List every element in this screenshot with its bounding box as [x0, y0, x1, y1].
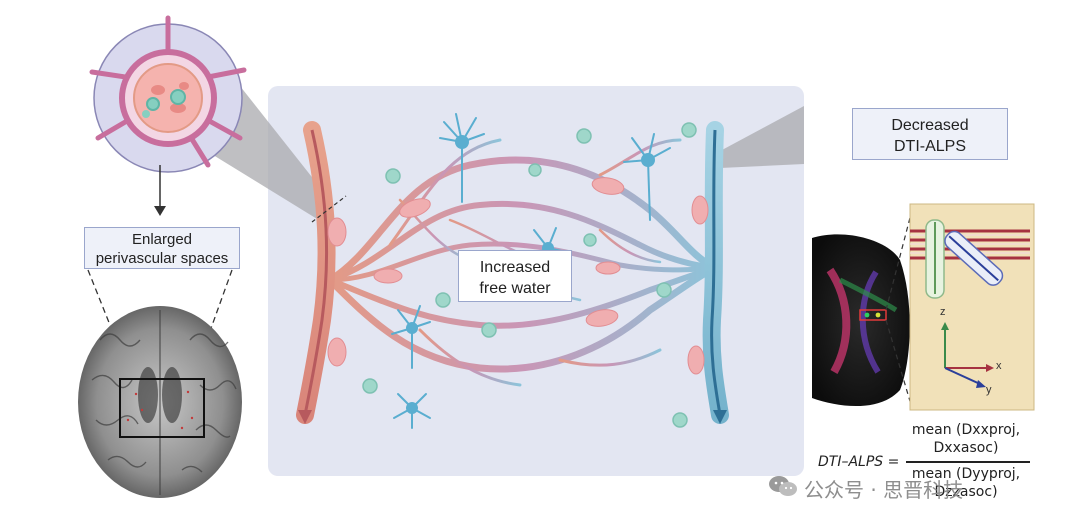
watermark-text: 公众号 · 思晋科技	[804, 478, 964, 502]
free-water-molecules	[362, 122, 697, 428]
dti-colormap	[812, 234, 910, 407]
axis-label-y: y	[986, 384, 992, 396]
alps-formula-lhs: DTI–ALPS =	[818, 454, 900, 470]
alps-fraction-bar	[906, 461, 1030, 463]
neurons	[391, 113, 671, 429]
fiber-bundles	[910, 219, 1030, 299]
enlarged-perivascular-label: Enlarged perivascular spaces	[84, 227, 240, 269]
decreased-line2: DTI-ALPS	[893, 138, 966, 155]
roi-box	[119, 378, 205, 438]
decreased-dti-alps-label: Decreased DTI-ALPS	[852, 108, 1008, 160]
axes-gizmo	[941, 322, 994, 388]
enlarged-line2: perivascular spaces	[95, 250, 229, 267]
zoom-wedge-right	[720, 106, 804, 168]
perivascular-cross-section	[89, 15, 247, 173]
increased-line1: Increased	[479, 259, 551, 276]
alps-denominator-line2: Dzzasoc)	[934, 484, 998, 500]
wechat-icon	[768, 474, 798, 498]
pink-cells	[327, 177, 709, 375]
axis-label-z: z	[940, 306, 946, 318]
mri-brain-slice	[78, 306, 242, 498]
dti-roi	[859, 309, 887, 321]
enlarged-line1: Enlarged	[131, 231, 193, 248]
alps-denominator-line1: mean (Dyyproj,	[911, 466, 1021, 482]
alps-numerator-line1: mean (Dxxproj,	[911, 422, 1021, 438]
increased-line2: free water	[479, 280, 551, 297]
increased-free-water-label: Increased free water	[458, 250, 572, 302]
axis-label-x: x	[996, 360, 1002, 372]
alps-numerator-line2: Dxxasoc)	[933, 440, 999, 456]
decreased-line1: Decreased	[891, 117, 969, 134]
